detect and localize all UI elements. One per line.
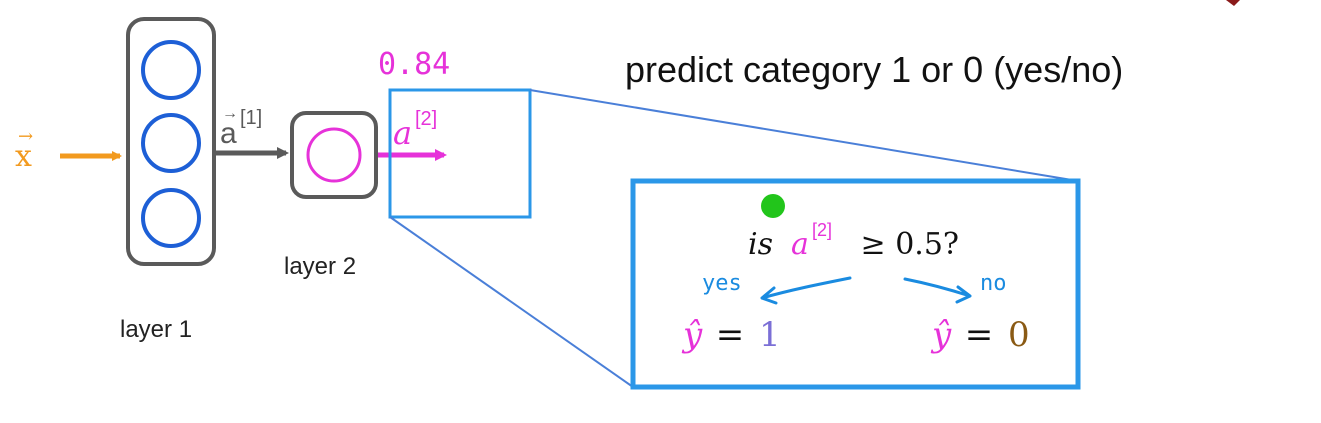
input-x-symbol: x	[15, 139, 32, 174]
layer1-neuron-2	[141, 113, 201, 173]
a1-symbol: a	[220, 117, 237, 150]
a2-superscript: [2]	[415, 108, 437, 130]
layer1-neuron-3	[141, 188, 201, 248]
green-cursor-dot	[761, 194, 785, 218]
title-fragment	[1226, 0, 1240, 6]
output-value: 0.84	[378, 47, 450, 82]
question-superscript: [2]	[812, 220, 832, 240]
layer1-box	[126, 17, 216, 266]
no-equals: =	[954, 315, 1004, 355]
zoom-line-top	[529, 89, 1079, 182]
layer2-label: layer 2	[284, 253, 356, 280]
layer1-output-label: → a [1]	[220, 105, 262, 150]
question-prefix: is	[748, 227, 773, 262]
zoom-box	[630, 178, 1081, 390]
no-value: 0	[1008, 315, 1030, 355]
input-x-arrow: →	[18, 126, 33, 147]
yes-result: ŷ = 1	[681, 315, 781, 355]
layer2-box	[290, 111, 378, 199]
yes-equals: =	[705, 315, 755, 355]
question-symbol: a	[791, 227, 809, 262]
yes-arrow	[760, 276, 852, 305]
no-yhat: ŷ	[930, 315, 952, 355]
yes-value: 1	[759, 315, 781, 355]
no-label: no	[980, 271, 1007, 296]
no-arrow	[903, 277, 972, 304]
yes-label: yes	[702, 271, 742, 296]
zoom-line-bottom	[389, 216, 634, 388]
layer2-neuron	[306, 127, 362, 183]
no-result: ŷ = 0	[930, 315, 1030, 355]
yes-yhat: ŷ	[681, 315, 703, 355]
zoom-source-box	[388, 88, 532, 219]
a2-symbol: a	[393, 114, 412, 152]
layer2-output-label: a [2]	[393, 108, 437, 152]
a1-arrow: →	[222, 105, 238, 122]
question-suffix: ≥ 0.5?	[851, 227, 959, 262]
layer1-neuron-1	[141, 40, 201, 100]
layer1-label: layer 1	[120, 316, 192, 343]
question: is a [2] ≥ 0.5?	[748, 220, 959, 262]
input-x: → x	[15, 126, 33, 174]
header-text: predict category 1 or 0 (yes/no)	[625, 49, 1123, 90]
a1-superscript: [1]	[240, 107, 262, 129]
